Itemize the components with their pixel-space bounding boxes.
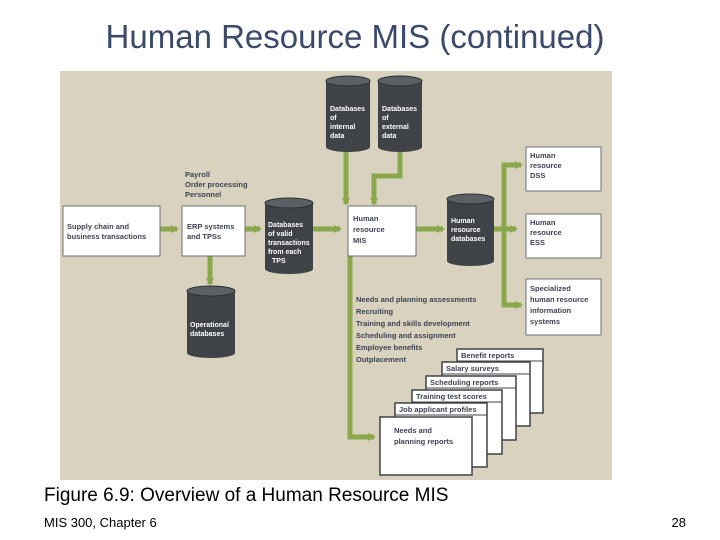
hr-databases-database: Human resource databases xyxy=(446,193,495,266)
arrow-mis-to-reports xyxy=(347,254,376,441)
report-stack: Benefit reports Salary surveys Schedulin… xyxy=(379,348,544,476)
svg-text:Databases of exter: Databases of external data xyxy=(382,106,419,140)
page-number: 28 xyxy=(671,515,686,530)
svg-text:Benefit reports: Benefit reports xyxy=(461,351,514,360)
footer-course: MIS 300, Chapter 6 xyxy=(44,515,157,530)
hr-ess-box: Human resource ESS xyxy=(525,213,602,259)
external-data-database: Databases of external data xyxy=(377,75,423,152)
valid-transactions-database: Databases of valid transactions from eac… xyxy=(264,197,314,274)
svg-text:Needs and planning rep: Needs and planning reports xyxy=(394,426,453,446)
operational-databases-database: Operational databases xyxy=(186,285,236,358)
svg-text:Databases of inter: Databases of internal data xyxy=(330,106,367,140)
arrow-external-to-mis xyxy=(370,150,403,206)
svg-text:Databases of valid: Databases of valid transactions from eac… xyxy=(268,222,312,265)
report-needs-planning: Needs and planning reports xyxy=(379,416,473,476)
svg-text:Supply chain and busines: Supply chain and business transactions xyxy=(67,222,146,241)
svg-text:Job applicant profiles: Job applicant profiles xyxy=(399,405,477,414)
hr-mis-box: Human resource MIS xyxy=(347,205,417,257)
supply-chain-box: Supply chain and business transactions xyxy=(62,205,161,257)
svg-text:Human resource dat: Human resource databases xyxy=(451,218,485,243)
svg-text:Scheduling reports: Scheduling reports xyxy=(430,378,498,387)
arrow-to-specialized xyxy=(501,229,523,309)
svg-text:Human resource DSS: Human resource DSS xyxy=(530,151,564,180)
erp-systems-box: ERP systems and TPSs xyxy=(181,205,246,257)
tps-list: Payroll Order processing Personnel xyxy=(185,170,250,199)
hr-mis-diagram: Supply chain and business transactions E… xyxy=(60,71,612,480)
svg-text:Specialized human resour: Specialized human resource information s… xyxy=(530,284,590,326)
slide-title: Human Resource MIS (continued) xyxy=(105,18,605,55)
arrow-to-dss xyxy=(501,161,523,229)
hr-dss-box: Human resource DSS xyxy=(525,146,602,192)
svg-text:Human resource ESS: Human resource ESS xyxy=(530,218,564,247)
svg-text:Salary surveys: Salary surveys xyxy=(446,364,499,373)
svg-text:Human resource MIS: Human resource MIS xyxy=(353,214,387,245)
figure-caption: Figure 6.9: Overview of a Human Resource… xyxy=(44,485,449,506)
svg-text:Operational databases: Operational databases xyxy=(190,322,231,338)
mis-functions-list: Needs and planning assessments Recruitin… xyxy=(356,295,479,364)
svg-text:Training test scores: Training test scores xyxy=(416,392,487,401)
svg-text:ERP systems and TPSs: ERP systems and TPSs xyxy=(187,222,237,241)
flow-arrows xyxy=(160,150,523,441)
internal-data-database: Databases of internal data xyxy=(325,75,371,152)
specialized-systems-box: Specialized human resource information s… xyxy=(525,278,602,336)
